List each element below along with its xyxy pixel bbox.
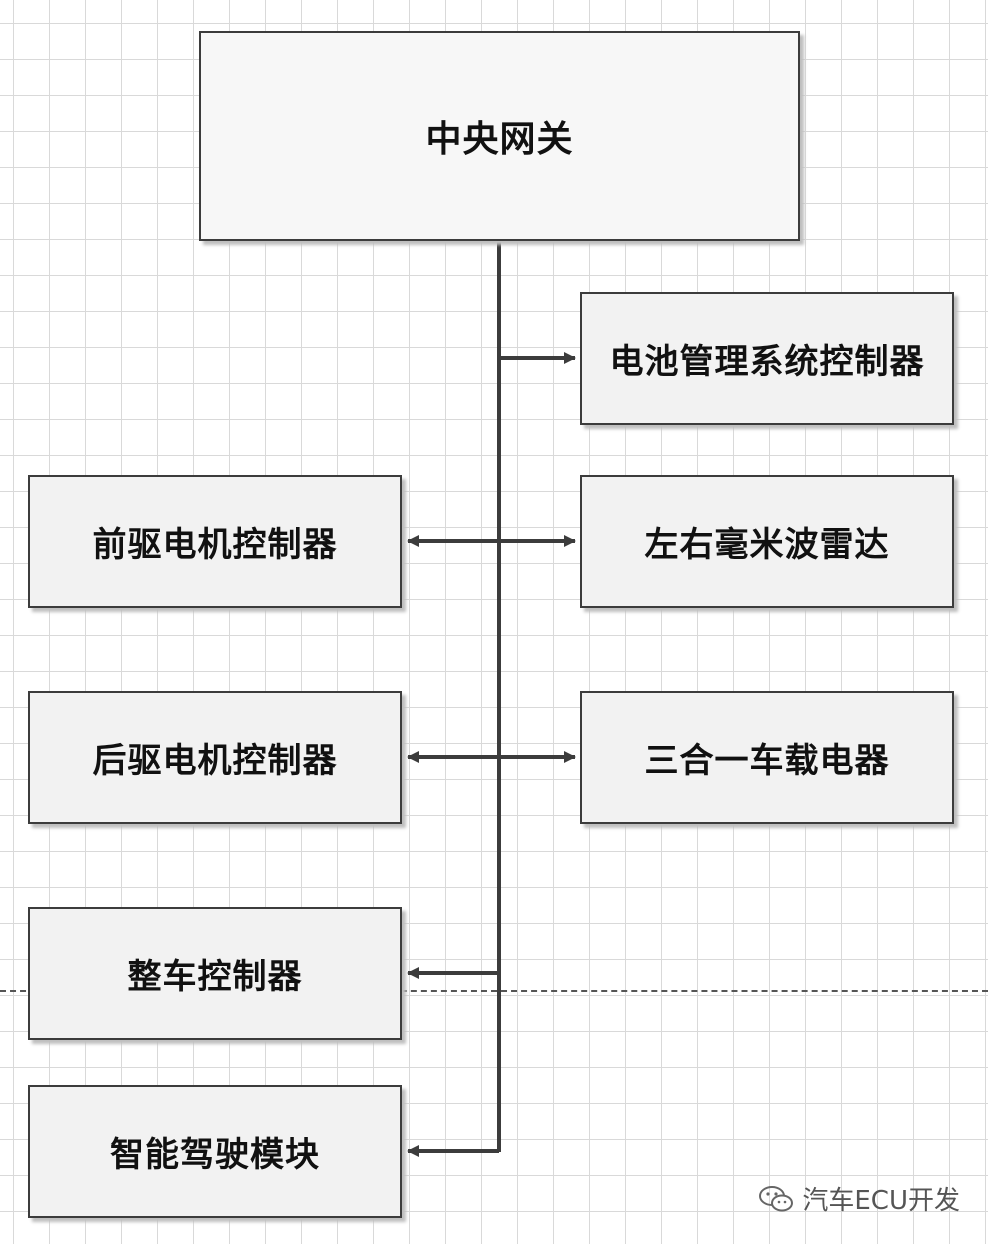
dashed-separator — [0, 990, 988, 992]
node-mmwave-radar: 左右毫米波雷达 — [580, 475, 954, 608]
node-rear-motor-controller: 后驱电机控制器 — [28, 691, 402, 824]
gateway-label: 中央网关 — [425, 118, 574, 160]
gateway-node: 中央网关 — [199, 31, 800, 241]
node-3in1-electrics: 三合一车载电器 — [580, 691, 954, 824]
wechat-icon — [759, 1185, 794, 1211]
watermark-text: 汽车ECU开发 — [802, 1186, 960, 1216]
node-label: 电池管理系统控制器 — [609, 342, 925, 382]
node-adas-module: 智能驾驶模块 — [28, 1085, 402, 1218]
node-label: 左右毫米波雷达 — [644, 525, 890, 565]
watermark: 汽车ECU开发 — [758, 1180, 960, 1217]
node-front-motor-controller: 前驱电机控制器 — [28, 475, 402, 608]
node-label: 三合一车载电器 — [644, 741, 890, 781]
node-label: 智能驾驶模块 — [110, 1135, 320, 1175]
node-label: 整车控制器 — [127, 957, 303, 997]
node-vehicle-controller: 整车控制器 — [28, 907, 402, 1040]
node-battery-controller: 电池管理系统控制器 — [580, 292, 954, 425]
node-label: 前驱电机控制器 — [92, 525, 338, 565]
node-label: 后驱电机控制器 — [92, 741, 338, 781]
